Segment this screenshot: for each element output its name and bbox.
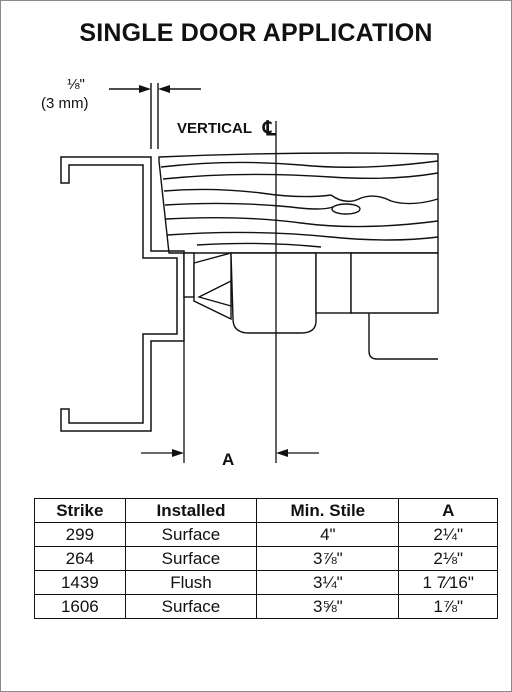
cell-min-stile: 3⅝" (256, 594, 400, 619)
gap-inch-label: ⅛" (67, 76, 85, 93)
header-installed: Installed (124, 498, 258, 523)
cell-a: 2⅛" (398, 546, 498, 571)
cell-installed: Surface (124, 546, 258, 571)
cell-a: 1⅞" (398, 594, 498, 619)
cell-installed: Surface (124, 594, 258, 619)
cell-min-stile: 3⅞" (256, 546, 400, 571)
door-frame-diagram: ⅛" (3 mm) VERTICAL ℄ (41, 76, 439, 469)
page-title: SINGLE DOOR APPLICATION (79, 19, 433, 47)
table-row: 264 Surface 3⅞" 2⅛" (34, 546, 498, 571)
cell-strike: 299 (34, 522, 126, 547)
table-row: 299 Surface 4" 2¼" (34, 522, 498, 547)
gap-dimension (109, 83, 201, 149)
strike-hardware (183, 252, 439, 360)
cell-a: 2¼" (398, 522, 498, 547)
header-min-stile: Min. Stile (256, 498, 400, 523)
cell-installed: Flush (124, 570, 258, 595)
header-strike: Strike (34, 498, 126, 523)
header-a: A (398, 498, 498, 523)
vertical-label: VERTICAL (177, 120, 252, 137)
frame-profile (60, 156, 185, 432)
cell-installed: Surface (124, 522, 258, 547)
strike-spec-table: Strike Installed Min. Stile A 299 Surfac… (34, 498, 498, 619)
table-row: 1606 Surface 3⅝" 1⅞" (34, 594, 498, 619)
cell-a: 1 7⁄16" (398, 570, 498, 595)
dimension-a-label: A (222, 450, 234, 469)
cell-min-stile: 4" (256, 522, 400, 547)
table-row: 1439 Flush 3¼" 1 7⁄16" (34, 570, 498, 595)
cell-strike: 264 (34, 546, 126, 571)
gap-mm-label: (3 mm) (41, 95, 89, 112)
centerline-icon: ℄ (262, 118, 277, 140)
cell-strike: 1439 (34, 570, 126, 595)
cell-min-stile: 3¼" (256, 570, 400, 595)
table-header-row: Strike Installed Min. Stile A (34, 498, 498, 523)
cell-strike: 1606 (34, 594, 126, 619)
dimension-a (141, 341, 319, 463)
door-slab (158, 152, 439, 254)
